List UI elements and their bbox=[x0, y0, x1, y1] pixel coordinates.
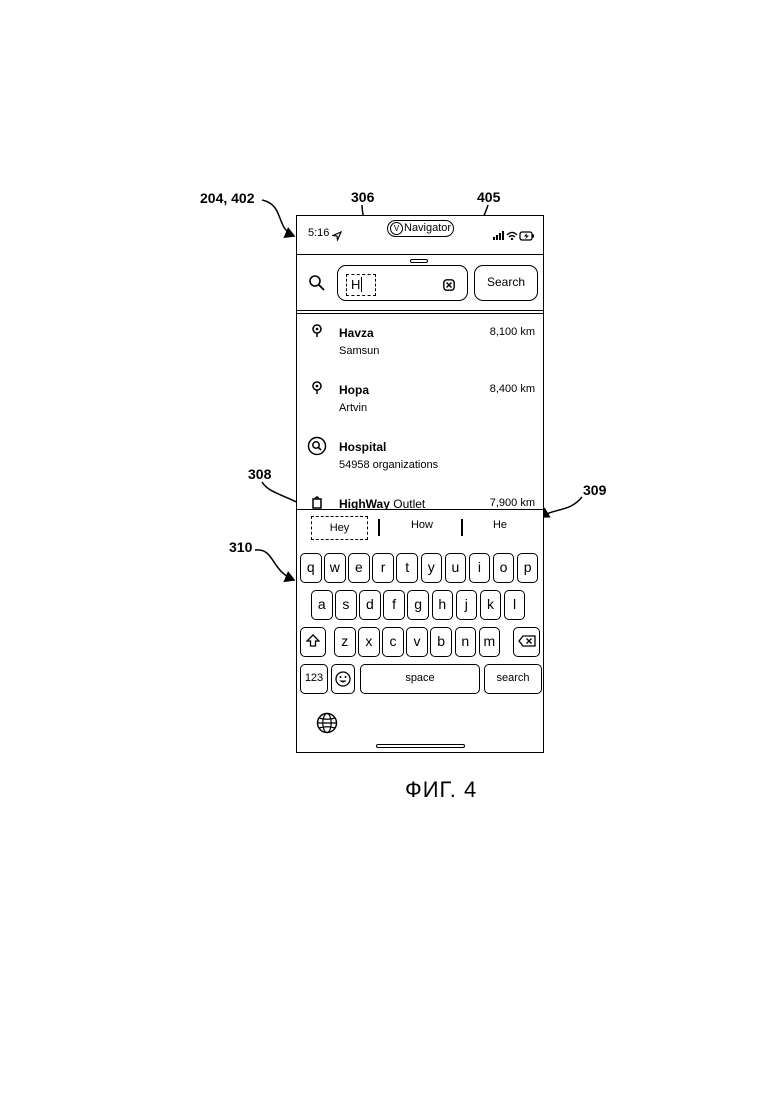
ref-numeral-suggestion: 308 bbox=[248, 466, 271, 482]
ref-numeral-suggestion-bar: 309 bbox=[583, 482, 606, 498]
key-x[interactable]: x bbox=[358, 627, 380, 657]
key-g[interactable]: g bbox=[407, 590, 429, 620]
result-subtitle: Samsun bbox=[339, 345, 379, 357]
clear-input-icon[interactable] bbox=[443, 278, 455, 296]
ref-numeral-field: 306 bbox=[351, 189, 374, 205]
result-item-partial[interactable]: HighWay Outlet 7,900 km bbox=[297, 495, 543, 509]
numbers-key[interactable]: 123 bbox=[300, 664, 328, 694]
key-a[interactable]: a bbox=[311, 590, 333, 620]
key-r[interactable]: r bbox=[372, 553, 394, 583]
key-m[interactable]: m bbox=[479, 627, 501, 657]
key-s[interactable]: s bbox=[335, 590, 357, 620]
result-title: Havza bbox=[339, 326, 374, 340]
key-d[interactable]: d bbox=[359, 590, 381, 620]
ref-numeral-keyboard: 310 bbox=[229, 539, 252, 555]
key-z[interactable]: z bbox=[334, 627, 356, 657]
key-q[interactable]: q bbox=[300, 553, 322, 583]
result-title: Hopa bbox=[339, 383, 369, 397]
key-h[interactable]: h bbox=[432, 590, 454, 620]
result-subtitle: Artvin bbox=[339, 402, 367, 414]
result-subtitle: 54958 organizations bbox=[339, 459, 438, 471]
key-j[interactable]: j bbox=[456, 590, 478, 620]
ref-numeral-device: 204, 402 bbox=[200, 190, 255, 206]
key-y[interactable]: y bbox=[421, 553, 443, 583]
search-divider bbox=[297, 310, 543, 314]
search-input-text: H bbox=[346, 274, 376, 296]
key-k[interactable]: k bbox=[480, 590, 502, 620]
key-w[interactable]: w bbox=[324, 553, 346, 583]
result-distance: 8,400 km bbox=[490, 383, 535, 395]
space-key[interactable]: space bbox=[360, 664, 480, 694]
key-b[interactable]: b bbox=[430, 627, 452, 657]
search-input[interactable]: H bbox=[337, 265, 468, 301]
key-f[interactable]: f bbox=[383, 590, 405, 620]
result-distance: 7,900 km bbox=[490, 497, 535, 509]
pin-icon bbox=[311, 324, 323, 343]
cellular-signal-icon bbox=[493, 231, 504, 240]
suggestion-hey[interactable]: Hey bbox=[311, 516, 368, 540]
battery-charging-icon bbox=[520, 232, 534, 240]
search-button[interactable]: Search bbox=[474, 265, 538, 301]
navigator-pill-label: Navigator bbox=[404, 221, 451, 235]
suggestion-separator bbox=[461, 519, 463, 536]
result-title: HighWay Outlet bbox=[339, 497, 425, 509]
result-item[interactable]: Havza Samsun 8,100 km bbox=[297, 324, 543, 374]
pin-icon bbox=[311, 381, 323, 400]
status-bar: 5:16 V Navigator bbox=[297, 216, 543, 246]
figure-caption: ФИГ. 4 bbox=[405, 777, 477, 803]
key-p[interactable]: p bbox=[517, 553, 539, 583]
suggestion-separator bbox=[378, 519, 380, 536]
result-distance: 8,100 km bbox=[490, 326, 535, 338]
key-e[interactable]: e bbox=[348, 553, 370, 583]
location-arrow-icon bbox=[332, 228, 342, 246]
phone-screen: 5:16 V Navigator H Search Havza bbox=[296, 215, 544, 753]
result-title: Hospital bbox=[339, 440, 386, 454]
suggestion-how[interactable]: How bbox=[392, 519, 452, 531]
key-n[interactable]: n bbox=[455, 627, 477, 657]
key-o[interactable]: o bbox=[493, 553, 515, 583]
keyboard: Hey How He qwertyuiop asdfghjkl zxcvbnm … bbox=[297, 509, 543, 753]
navigator-pill[interactable]: V Navigator bbox=[387, 220, 454, 237]
globe-icon[interactable] bbox=[316, 712, 338, 739]
emoji-icon bbox=[335, 671, 351, 687]
backspace-key[interactable] bbox=[513, 627, 540, 657]
sheet-grabber[interactable] bbox=[410, 259, 428, 263]
wifi-icon bbox=[507, 233, 517, 241]
key-v[interactable]: v bbox=[406, 627, 428, 657]
navigator-logo-icon: V bbox=[390, 222, 403, 235]
ref-numeral-clear: 405 bbox=[477, 189, 500, 205]
search-key[interactable]: search bbox=[484, 664, 542, 694]
key-i[interactable]: i bbox=[469, 553, 491, 583]
emoji-key[interactable] bbox=[331, 664, 355, 694]
shift-key[interactable] bbox=[300, 627, 326, 657]
shop-icon bbox=[311, 495, 323, 509]
key-t[interactable]: t bbox=[396, 553, 418, 583]
home-indicator bbox=[376, 744, 465, 748]
key-c[interactable]: c bbox=[382, 627, 404, 657]
key-u[interactable]: u bbox=[445, 553, 467, 583]
search-icon bbox=[308, 274, 326, 297]
suggestion-he[interactable]: He bbox=[475, 519, 525, 531]
status-time: 5:16 bbox=[308, 227, 329, 239]
key-l[interactable]: l bbox=[504, 590, 526, 620]
result-item[interactable]: Hopa Artvin 8,400 km bbox=[297, 381, 543, 431]
result-item[interactable]: Hospital 54958 organizations bbox=[297, 438, 543, 488]
search-category-icon bbox=[307, 436, 327, 461]
status-icons bbox=[493, 228, 535, 246]
